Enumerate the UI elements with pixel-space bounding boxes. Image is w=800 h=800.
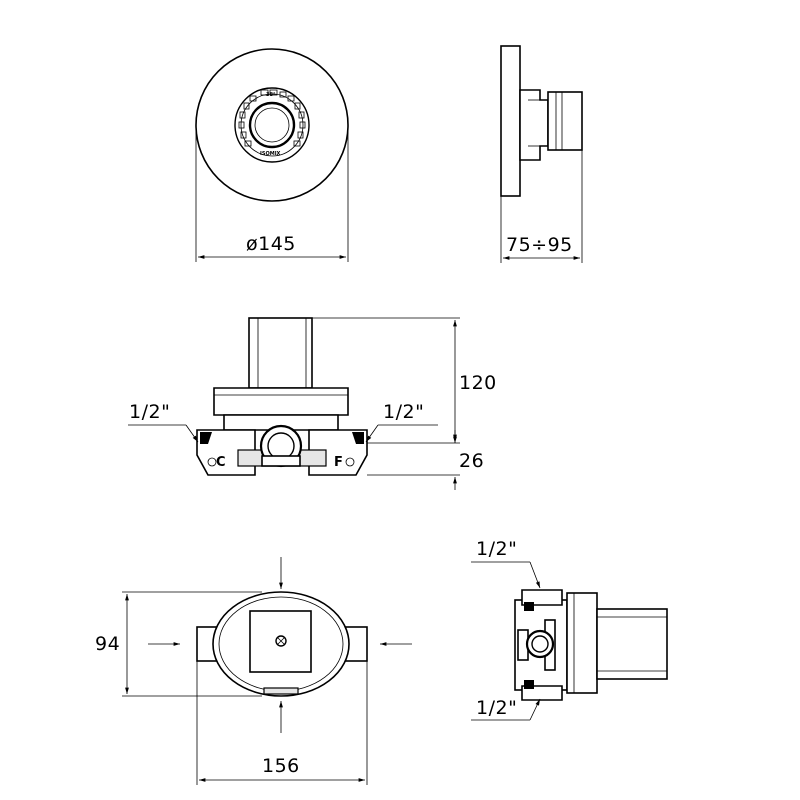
control-knob[interactable] xyxy=(248,101,296,149)
height-label: 120 xyxy=(459,372,497,394)
bottom-label: 26 xyxy=(459,450,484,472)
cover-plate-edge xyxy=(500,45,521,197)
end-cartridge xyxy=(596,608,668,680)
end-outlet xyxy=(525,629,555,659)
thread-left-label: 1/2" xyxy=(129,401,170,423)
thread-right-label: 1/2" xyxy=(383,401,424,423)
end-view: 1/2" 1/2" xyxy=(471,538,668,721)
cold-mark: C xyxy=(216,455,226,470)
side-view: 75÷95 xyxy=(500,45,583,263)
top-height-label: 94 xyxy=(95,633,120,655)
brand-label: ISOMIX xyxy=(260,151,281,157)
control-knob-center xyxy=(254,107,290,143)
spindle-housing xyxy=(519,89,549,161)
body-collar xyxy=(213,387,349,416)
cartridge-cylinder xyxy=(248,317,313,389)
temperature-scale xyxy=(238,89,306,147)
scale-label: 38° xyxy=(266,92,276,98)
center-screw xyxy=(275,635,287,647)
end-thread-top-label: 1/2" xyxy=(476,538,517,560)
body-elevation-view: C F 1/2" 1/2" 120 26 xyxy=(128,317,497,490)
handle-ring xyxy=(234,87,310,163)
end-collar xyxy=(566,592,598,694)
top-width-label: 156 xyxy=(262,755,300,777)
hot-mark: F xyxy=(334,455,343,470)
handle-ring-inner xyxy=(240,93,304,157)
depth-label: 75÷95 xyxy=(506,234,573,256)
top-view: 94 156 xyxy=(95,557,412,785)
knob-side xyxy=(547,91,583,151)
front-view: 38° ISOMIX ø145 xyxy=(195,48,349,262)
end-thread-bottom-label: 1/2" xyxy=(476,697,517,719)
diameter-label: ø145 xyxy=(246,233,296,255)
